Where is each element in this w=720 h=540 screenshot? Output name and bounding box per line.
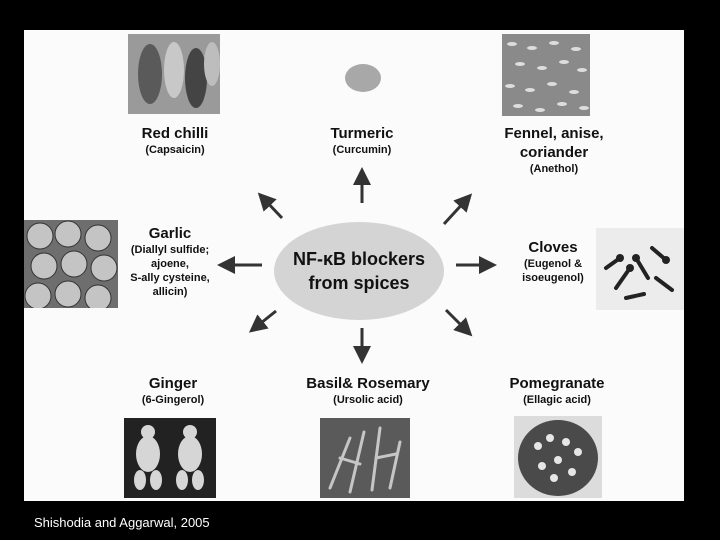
spice-name: Pomegranate <box>509 375 605 392</box>
pomegranate-photo <box>514 416 602 498</box>
label-ginger: Ginger (6-Gingerol) <box>118 374 228 407</box>
center-hub: NF-κB blockers from spices <box>274 222 444 320</box>
spice-name: Basil& Rosemary <box>306 375 430 392</box>
spice-compound: (Anethol) <box>529 163 579 175</box>
label-cloves: Cloves (Eugenol & isoeugenol) <box>500 238 606 285</box>
spice-compound: (Ellagic acid) <box>523 394 591 406</box>
center-title: NF-κB blockers from spices <box>292 249 426 293</box>
label-garlic: Garlic (Diallyl sulfide; ajoene, S-ally … <box>120 224 220 299</box>
arrow-down-right <box>444 308 473 337</box>
label-fennel: Fennel, anise, coriander (Anethol) <box>484 124 624 176</box>
cloves-photo <box>596 228 684 310</box>
spice-compound: (Curcumin) <box>332 144 392 156</box>
spice-compound: (Eugenol & isoeugenol) <box>522 258 584 284</box>
spice-name: Fennel, anise, coriander <box>504 125 604 161</box>
citation: Shishodia and Aggarwal, 2005 <box>34 515 210 530</box>
red-chilli-photo <box>128 34 220 114</box>
label-basil-rosemary: Basil& Rosemary (Ursolic acid) <box>288 374 448 407</box>
spice-compound: (Capsaicin) <box>145 144 205 156</box>
label-pomegranate: Pomegranate (Ellagic acid) <box>494 374 620 407</box>
turmeric-photo <box>345 64 381 92</box>
garlic-photo <box>24 220 118 308</box>
fennel-photo <box>502 34 590 116</box>
label-red-chilli: Red chilli (Capsaicin) <box>120 124 230 157</box>
spice-name: Garlic <box>148 225 192 242</box>
arrow-up-left <box>257 192 284 220</box>
spice-compound: (6-Gingerol) <box>141 394 205 406</box>
basil-rosemary-photo <box>320 418 410 498</box>
spice-name: Turmeric <box>330 125 394 142</box>
arrow-down-left <box>248 309 277 333</box>
spice-name: Cloves <box>528 239 578 256</box>
ginger-photo <box>124 418 216 498</box>
arrow-up-right <box>442 193 473 226</box>
label-turmeric: Turmeric (Curcumin) <box>307 124 417 157</box>
spice-compound: (Diallyl sulfide; ajoene, S-ally cystein… <box>130 244 210 298</box>
spice-compound: (Ursolic acid) <box>333 394 403 406</box>
spice-name: Ginger <box>148 375 198 392</box>
spice-name: Red chilli <box>141 125 209 142</box>
